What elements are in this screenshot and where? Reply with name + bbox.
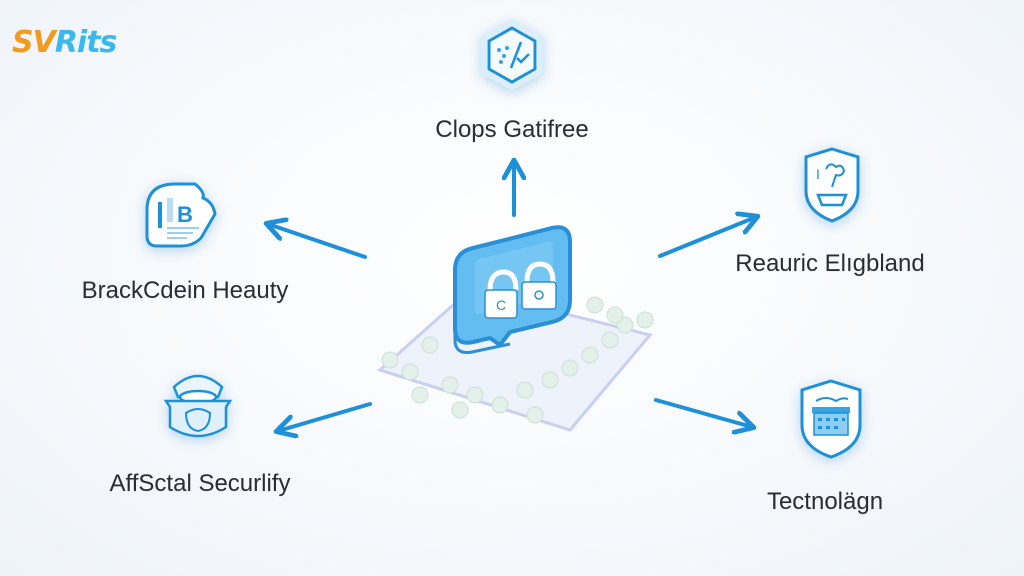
node-right-upper: Reauric Elıgbland xyxy=(705,250,955,278)
document-badge-icon: B xyxy=(145,182,217,248)
node-left-lower-icon-wrap xyxy=(160,367,236,448)
node-right-lower-icon-wrap xyxy=(796,377,866,464)
shield-building-icon xyxy=(800,379,862,459)
node-top: Clops Gatifree xyxy=(412,116,612,144)
node-right-upper-icon-wrap: I xyxy=(802,145,862,230)
logo-text-part-a: SV xyxy=(12,25,56,60)
node-label: Tectnolägn xyxy=(766,488,884,515)
node-label: Reauric Elıgbland xyxy=(735,250,925,277)
svg-text:C: C xyxy=(496,297,506,313)
node-top-icon-wrap xyxy=(477,19,547,95)
node-right-lower: Tectnolägn xyxy=(720,488,930,516)
arrow-down-left xyxy=(278,402,372,431)
node-label: BrackCdein Heauty xyxy=(81,277,289,304)
node-left-upper: BrackCdein Heauty xyxy=(50,277,320,305)
node-left-upper-icon-wrap: B xyxy=(143,180,223,255)
hexagon-chart-icon xyxy=(481,19,543,91)
brand-logo: SVRits xyxy=(12,25,118,60)
svg-text:I: I xyxy=(816,166,820,182)
central-hub: C xyxy=(360,220,670,445)
arrow-up-left xyxy=(268,224,367,259)
node-label: AffSctal Securlify xyxy=(109,470,291,497)
node-left-lower: AffSctal Securlify xyxy=(70,470,330,498)
arrow-down-right xyxy=(654,398,752,427)
padlocks-screen-icon: C xyxy=(377,225,654,432)
helmet-badge-icon xyxy=(163,374,233,438)
svg-text:B: B xyxy=(177,202,193,227)
shield-plant-icon: I xyxy=(804,147,860,223)
logo-text-part-b: Rits xyxy=(54,25,118,60)
node-label: Clops Gatifree xyxy=(435,116,589,143)
arrow-up-right xyxy=(658,217,756,258)
